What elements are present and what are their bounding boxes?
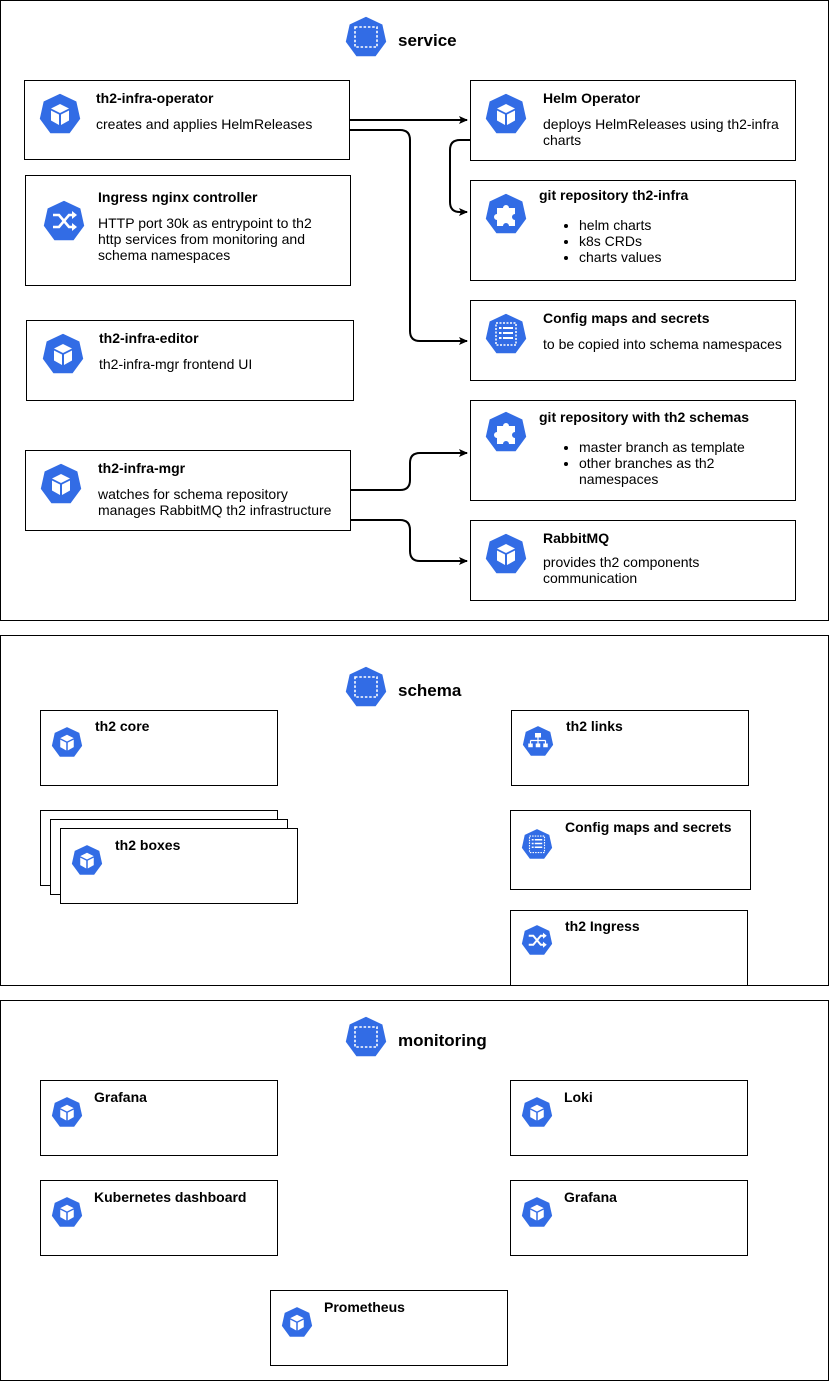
node-description: th2-infra-mgr frontend UI [99, 356, 253, 372]
node-title: th2 Ingress [565, 918, 640, 934]
config-map-icon [519, 827, 555, 863]
node-title: Helm Operator [543, 90, 641, 106]
pod-icon [279, 1305, 315, 1341]
pod-icon [519, 1095, 555, 1131]
node-item-list: helm charts k8s CRDs charts values [563, 217, 661, 265]
th2-infra-operator-node[interactable]: th2-infra-operator creates and applies H… [24, 80, 350, 160]
node-description: watches for schema repository manages Ra… [98, 486, 332, 518]
kubernetes-dashboard-node[interactable]: Kubernetes dashboard [40, 1180, 278, 1256]
node-title: RabbitMQ [543, 530, 610, 546]
namespace-title: monitoring [398, 1031, 487, 1050]
namespace-title: service [398, 31, 457, 50]
node-title: Kubernetes dashboard [94, 1189, 247, 1205]
pod-icon [519, 1195, 555, 1231]
pod-icon [49, 1095, 85, 1131]
loki-node[interactable]: Loki [510, 1080, 748, 1156]
config-map-icon [482, 311, 530, 359]
node-description: creates and applies HelmReleases [96, 116, 313, 132]
pod-icon [36, 91, 84, 139]
node-title: Prometheus [324, 1299, 405, 1315]
th2-ingress-node[interactable]: th2 Ingress [510, 910, 748, 986]
th2-infra-editor-node[interactable]: th2-infra-editor th2-infra-mgr frontend … [26, 320, 354, 401]
schema-config-maps-secrets-node[interactable]: Config maps and secrets [510, 810, 751, 890]
pod-icon [482, 531, 530, 579]
namespace-icon [342, 1014, 390, 1062]
list-item: master branch as template [579, 439, 779, 455]
pod-icon [69, 843, 105, 879]
node-title: git repository with th2 schemas [539, 409, 750, 425]
node-title: Loki [564, 1089, 593, 1105]
th2-core-node[interactable]: th2 core [40, 710, 278, 786]
th2-infra-mgr-node[interactable]: th2-infra-mgr watches for schema reposit… [25, 450, 351, 531]
ingress-nginx-controller-node[interactable]: Ingress nginx controller HTTP port 30k a… [25, 175, 351, 286]
namespace-icon [342, 14, 390, 62]
service-icon [520, 724, 556, 760]
pod-icon [49, 725, 85, 761]
node-title: Ingress nginx controller [98, 189, 258, 205]
list-item: charts values [579, 249, 661, 265]
list-item: other branches as th2 namespaces [579, 455, 779, 487]
prometheus-node[interactable]: Prometheus [270, 1290, 508, 1366]
node-description: provides th2 components communication [543, 554, 700, 586]
node-title: git repository th2-infra [539, 187, 689, 203]
ingress-icon [40, 198, 88, 246]
node-title: th2 core [95, 718, 150, 734]
pod-icon [39, 331, 87, 379]
list-item: k8s CRDs [579, 233, 661, 249]
node-title: th2-infra-operator [96, 90, 214, 106]
crd-icon [482, 191, 530, 239]
grafana-left-node[interactable]: Grafana [40, 1080, 278, 1156]
list-item: helm charts [579, 217, 661, 233]
node-description: HTTP port 30k as entrypoint to th2 http … [98, 215, 312, 263]
node-description: deploys HelmReleases using th2-infra cha… [543, 116, 779, 148]
crd-icon [482, 409, 530, 457]
node-title: Config maps and secrets [565, 819, 732, 835]
pod-icon [49, 1195, 85, 1231]
git-repository-th2-schemas-node[interactable]: git repository with th2 schemas master b… [470, 400, 796, 501]
rabbitmq-node[interactable]: RabbitMQ provides th2 components communi… [470, 520, 796, 601]
th2-boxes-node[interactable]: th2 boxes [60, 828, 298, 904]
node-title: Grafana [564, 1189, 617, 1205]
node-title: th2 boxes [115, 837, 181, 853]
node-title: th2-infra-editor [99, 330, 199, 346]
namespace-title: schema [398, 681, 462, 700]
node-title: Config maps and secrets [543, 310, 710, 326]
pod-icon [37, 461, 85, 509]
config-maps-secrets-node[interactable]: Config maps and secrets to be copied int… [470, 300, 796, 381]
node-title: th2-infra-mgr [98, 460, 186, 476]
node-description: to be copied into schema namespaces [543, 336, 782, 352]
pod-icon [482, 91, 530, 139]
ingress-icon [519, 923, 555, 959]
grafana-right-node[interactable]: Grafana [510, 1180, 748, 1256]
node-title: th2 links [566, 718, 623, 734]
git-repository-th2-infra-node[interactable]: git repository th2-infra helm charts k8s… [470, 180, 796, 281]
namespace-icon [342, 664, 390, 712]
th2-links-node[interactable]: th2 links [511, 710, 749, 786]
node-item-list: master branch as template other branches… [563, 439, 779, 487]
helm-operator-node[interactable]: Helm Operator deploys HelmReleases using… [470, 80, 796, 161]
node-title: Grafana [94, 1089, 147, 1105]
